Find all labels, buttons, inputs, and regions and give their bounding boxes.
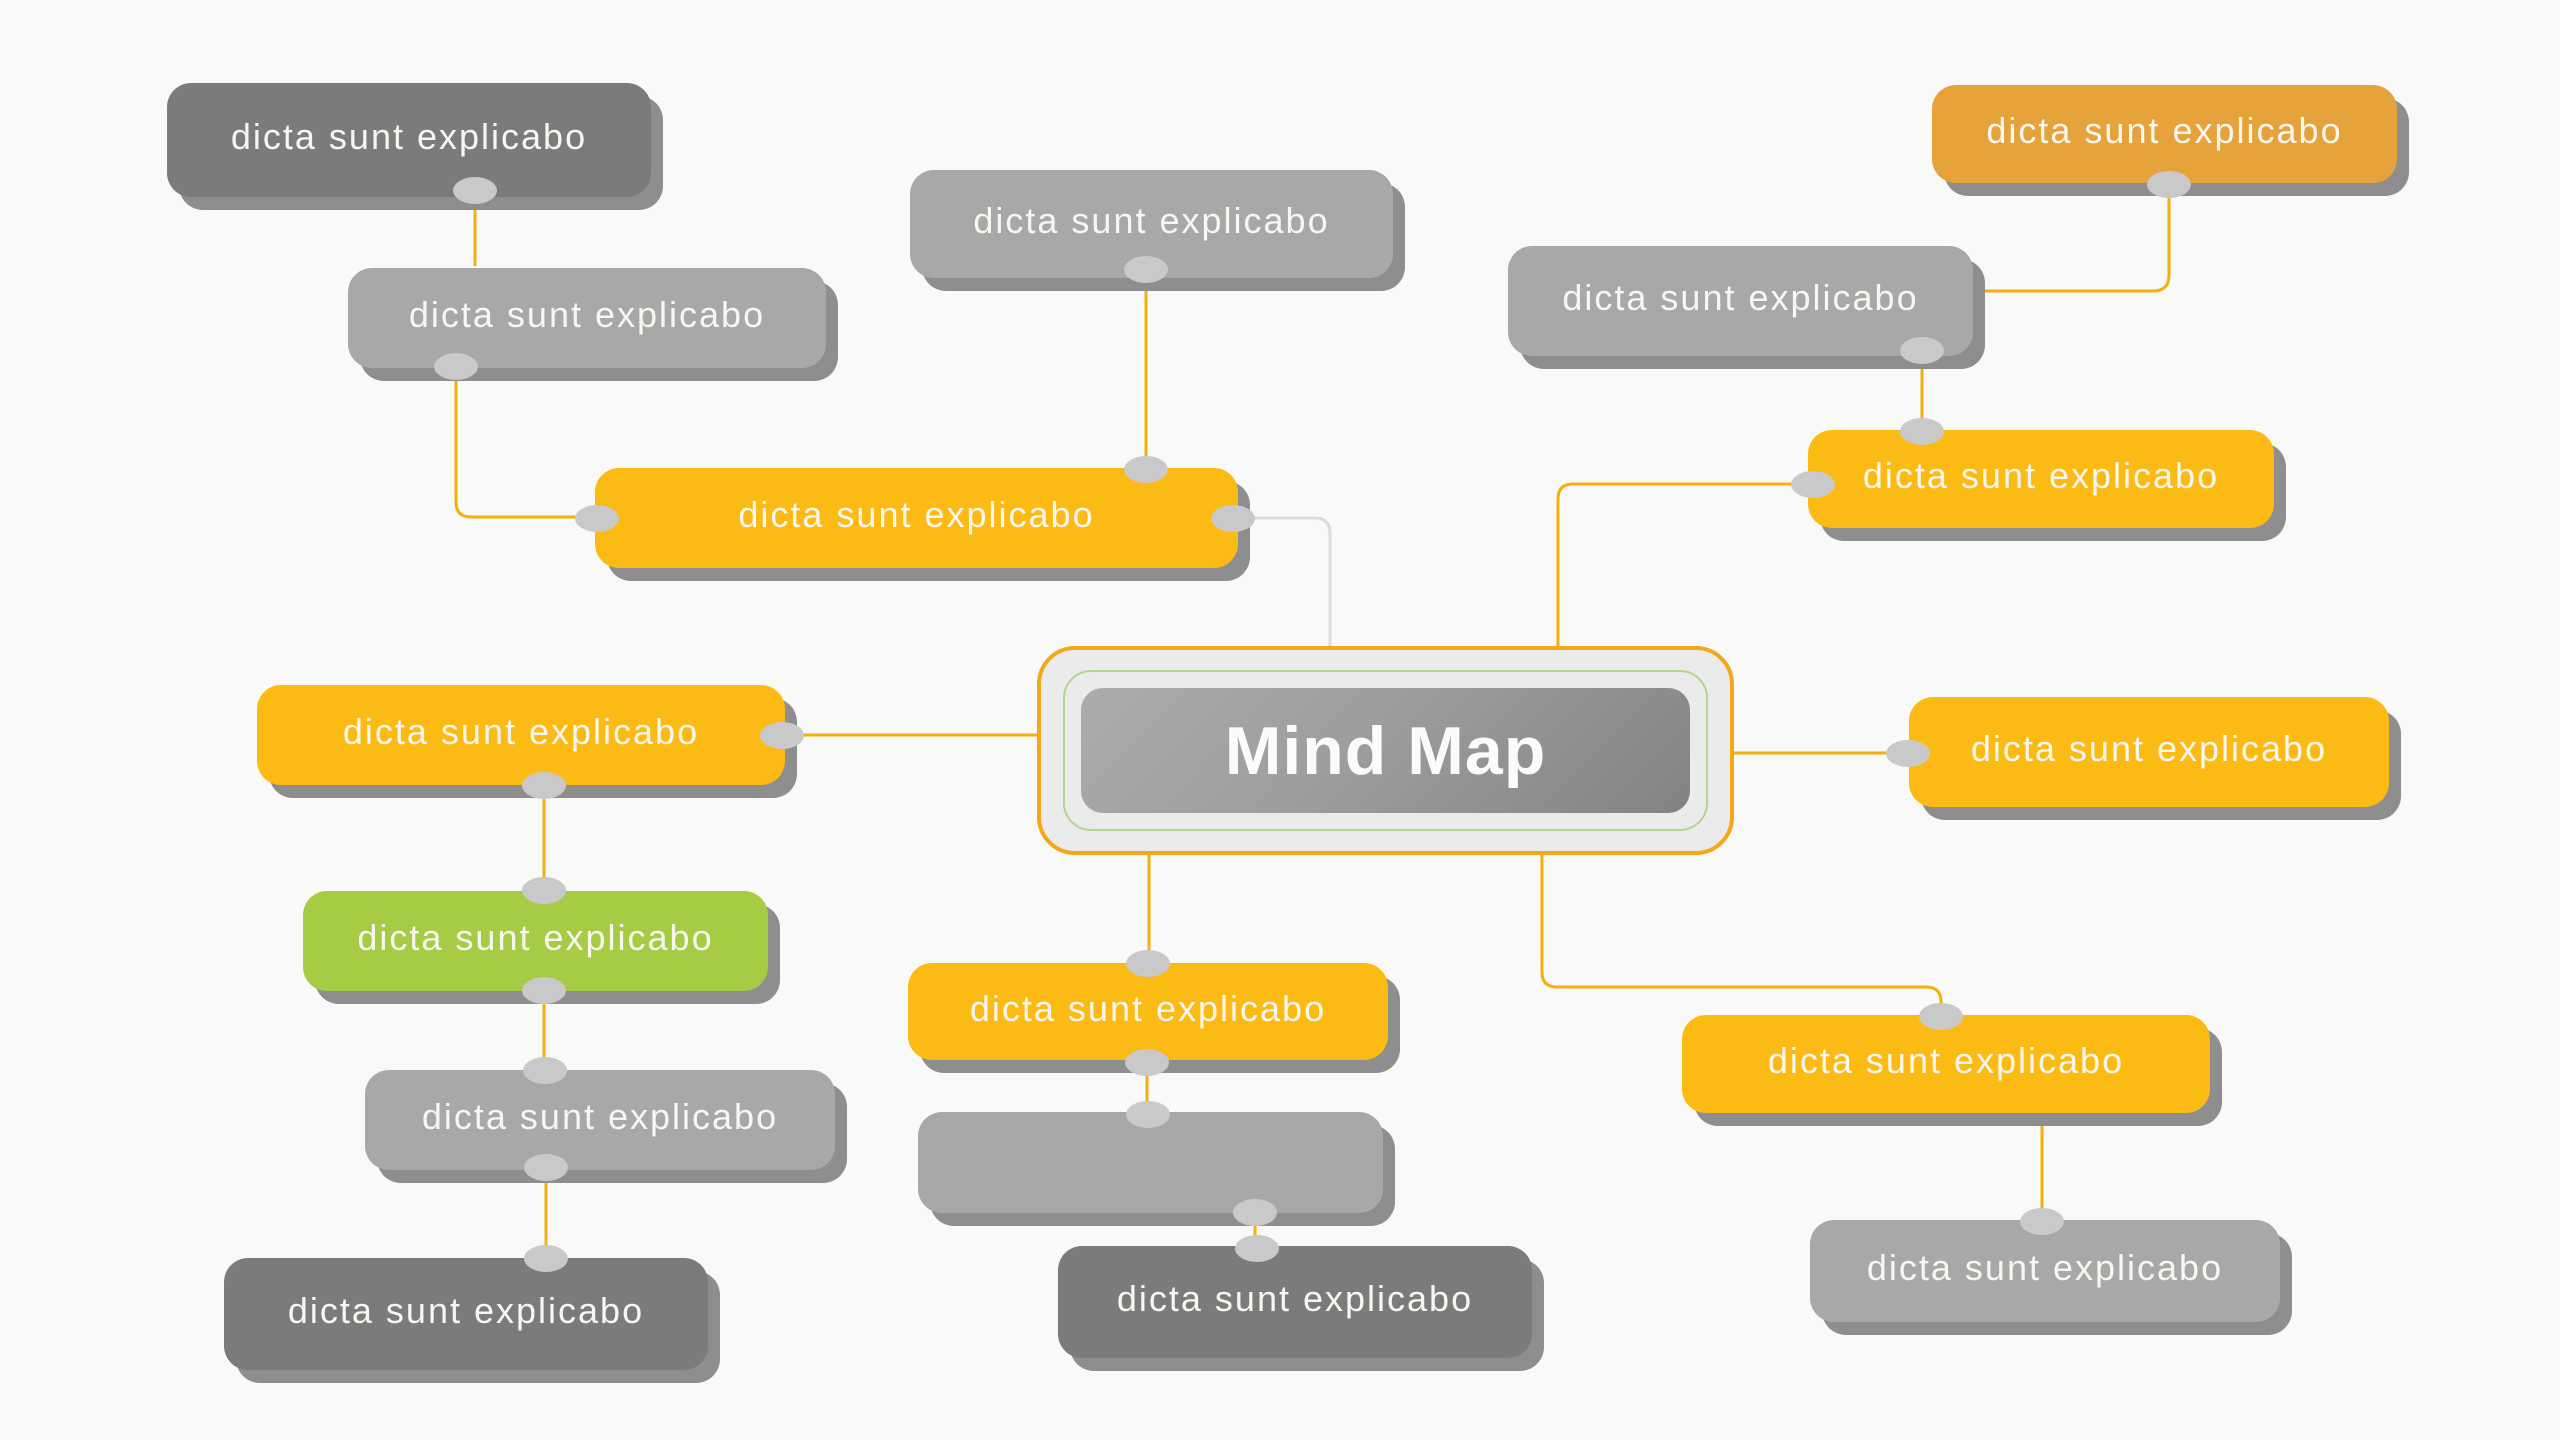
node-bottom-left-dark[interactable]: dicta sunt explicabo (224, 1258, 708, 1370)
node-left-green[interactable]: dicta sunt explicabo (303, 891, 768, 991)
node-bottom-middle-dark[interactable]: dicta sunt explicabo (1058, 1246, 1532, 1358)
wire-branch-yellow-to-central (1233, 516, 1332, 646)
node-right-gray[interactable]: dicta sunt explicabo (1508, 246, 1973, 356)
central-topic[interactable]: Mind Map (1037, 646, 1734, 855)
connection-dot (2147, 171, 2191, 198)
node-label: dicta sunt explicabo (969, 987, 1327, 1029)
connection-dot (1791, 471, 1835, 498)
node-label: dicta sunt explicabo (1970, 728, 2328, 769)
central-core: Mind Map (1081, 688, 1690, 813)
connection-dot (1125, 1049, 1169, 1076)
node-label: dicta sunt explicabo (342, 711, 700, 752)
node-label: dicta sunt explicabo (1767, 1040, 2125, 1081)
node-bottom-right-gray[interactable]: dicta sunt explicabo (1810, 1220, 2280, 1322)
connection-dot (1126, 950, 1170, 977)
connection-dot (434, 353, 478, 380)
connection-dot (1211, 505, 1255, 532)
node-label: dicta sunt explicabo (738, 494, 1095, 535)
connection-dot (524, 1245, 568, 1272)
node-bottom-middle-yellow[interactable]: dicta sunt explicabo (908, 963, 1388, 1060)
node-label: dicta sunt explicabo (973, 200, 1330, 241)
connection-dot (2020, 1208, 2064, 1235)
node-top-left-gray[interactable]: dicta sunt explicabo (348, 268, 826, 368)
central-green-ring (1063, 670, 1708, 831)
node-bottom-right-yellow[interactable]: dicta sunt explicabo (1682, 1015, 2210, 1113)
connection-dot (1124, 456, 1168, 483)
connection-dot (1919, 1003, 1963, 1030)
node-label: dicta sunt explicabo (230, 116, 588, 157)
connection-dot (522, 977, 566, 1004)
node-label: dicta sunt explicabo (357, 917, 714, 958)
node-top-left-dark[interactable]: dicta sunt explicabo (167, 83, 651, 197)
node-label: dicta sunt explicabo (1116, 1278, 1474, 1319)
node-top-right-orange[interactable]: dicta sunt explicabo (1932, 85, 2397, 183)
node-label: dicta sunt explicabo (287, 1290, 645, 1331)
connection-dot (1126, 1101, 1170, 1128)
node-left-yellow[interactable]: dicta sunt explicabo (257, 685, 785, 785)
connection-dot (1900, 418, 1944, 445)
node-label: dicta sunt explicabo (421, 1096, 779, 1137)
connection-dot (1233, 1199, 1277, 1226)
connection-dot (1886, 740, 1930, 767)
node-label: dicta sunt explicabo (1986, 110, 2343, 151)
node-label: dicta sunt explicabo (1866, 1247, 2224, 1288)
connection-dot (524, 1154, 568, 1181)
connection-dot (1235, 1235, 1279, 1262)
connection-dot (760, 722, 804, 749)
connection-dot (522, 877, 566, 904)
connection-dot (1124, 256, 1168, 283)
wire-tl-gray-to-branch-yellow (454, 370, 595, 519)
node-left-branch-yellow[interactable]: dicta sunt explicabo (595, 468, 1238, 568)
connection-dot (575, 505, 619, 532)
node-right-yellow-middle[interactable]: dicta sunt explicabo (1909, 697, 2389, 807)
wire-orange-to-right-gray (1973, 190, 2171, 293)
wire-yellow-upper-to-central (1556, 482, 1813, 646)
node-bottom-middle-gray-empty[interactable] (918, 1112, 1383, 1213)
central-title: Mind Map (1224, 712, 1547, 789)
wire-central-to-br-yellow (1540, 855, 1943, 1008)
connection-dot (523, 1057, 567, 1084)
node-label: dicta sunt explicabo (1562, 277, 1919, 318)
node-label: dicta sunt explicabo (1862, 455, 2220, 496)
node-left-gray-lower[interactable]: dicta sunt explicabo (365, 1070, 835, 1170)
node-label: dicta sunt explicabo (408, 294, 766, 335)
connection-dot (522, 772, 566, 799)
node-right-yellow-upper[interactable]: dicta sunt explicabo (1808, 430, 2274, 528)
connection-dot (453, 177, 497, 204)
connection-dot (1900, 337, 1944, 364)
